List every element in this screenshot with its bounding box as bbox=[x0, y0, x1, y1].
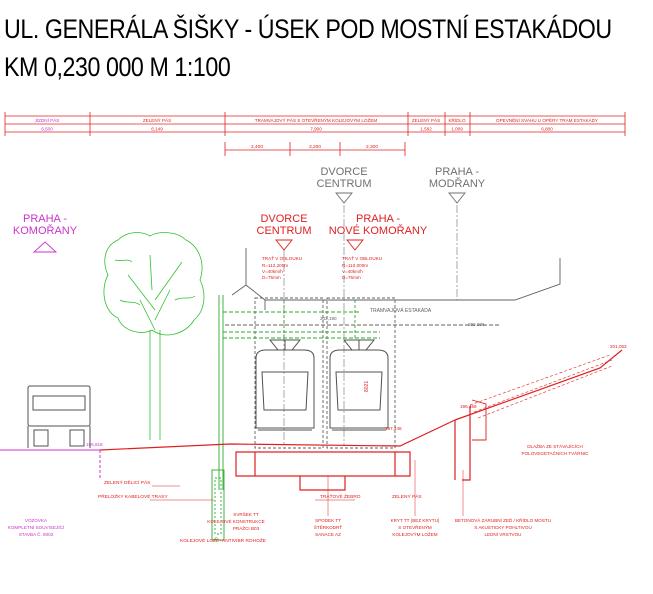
note-right-1: TRAŤ V OBLOUKU bbox=[342, 254, 382, 261]
strip-width-2: 6,149 bbox=[151, 127, 163, 132]
strip-width-5: 1,009 bbox=[451, 127, 463, 132]
svrsek-3: PRAŽCI B03 bbox=[233, 524, 260, 531]
elev-3: 201,053 bbox=[610, 344, 627, 349]
dir-dvorce-red-2: CENTRUM bbox=[257, 225, 312, 237]
strip-label-3: TRAMVAJOVÝ PÁS S OTEVŘENÝM KOLEJOVÝM LOŽ… bbox=[255, 116, 378, 123]
strip-label-1: JÍZDNÍ PÁS bbox=[35, 117, 60, 123]
strip-width-1: 6,500 bbox=[41, 127, 53, 132]
strip-width-3: 7,900 bbox=[310, 127, 322, 132]
dir-dvorce-top-1: DVORCE bbox=[320, 166, 367, 178]
dir-dvorce-triangle bbox=[335, 192, 353, 204]
sub-dim-2: 3,200 bbox=[309, 144, 321, 150]
tram-left bbox=[255, 339, 315, 431]
car-number: 8021 bbox=[364, 381, 370, 392]
sub-dimension bbox=[224, 142, 406, 156]
ground-red bbox=[99, 349, 623, 491]
spodek-3: SANACE AZ bbox=[315, 532, 341, 537]
note-left-1: TRAŤ V OBLOUKU bbox=[262, 254, 302, 261]
label-prelozky: PŘELOŽKY KABELOVÉ TRASY bbox=[98, 492, 168, 500]
dir-nove-komorany-2: NOVÉ KOMOŘANY bbox=[329, 224, 428, 237]
tram-estakada bbox=[225, 248, 561, 449]
strip-label-5: KŘÍDLO bbox=[448, 116, 466, 123]
note-left-2: R=112,200m bbox=[262, 263, 288, 268]
dir-modrany-2: MODŘANY bbox=[429, 177, 486, 190]
spodek-1: SPODEK TT bbox=[315, 518, 341, 523]
ground-line bbox=[0, 449, 101, 480]
label-zeleny-delici: ZELENÝ DĚLICÍ PÁS bbox=[104, 478, 150, 486]
note-left-4: D=75mm bbox=[262, 275, 281, 280]
note-right-2: R=110,000m bbox=[342, 263, 368, 268]
dir-komorany-triangle bbox=[32, 241, 58, 253]
elev-2: 202,036 bbox=[468, 322, 485, 327]
vozovka-3: STAVBA Č. 8002 bbox=[19, 531, 54, 537]
kryt-3: KOLEJOVÝM LOŽEM bbox=[392, 530, 437, 537]
dimension-strip bbox=[4, 112, 626, 136]
strip-label-6: OPEVNĚNÍ SVAHU U OPĚRY TRAM ESTAKÁDY bbox=[496, 116, 598, 123]
betonova-1: BETONOVÁ ZÁRUBNÍ ZEĎ / KŘÍDLO MOSTU bbox=[455, 516, 551, 523]
vozovka-1: VOZOVKA bbox=[25, 518, 48, 523]
kryt-1: KRYT TT (BEZ KRYTU) bbox=[391, 518, 440, 523]
strip-width-4: 1,582 bbox=[420, 127, 432, 132]
dir-komorany-2: KOMOŘANY bbox=[13, 224, 78, 237]
spodek-2: ŠTĚRKODRŤ bbox=[314, 523, 343, 530]
dir-nove-triangle bbox=[346, 239, 364, 251]
elev-4: 196,469 bbox=[460, 404, 477, 409]
note-right-4: D=75mm bbox=[342, 275, 361, 280]
slope-revetment bbox=[469, 354, 613, 419]
dir-nove-komorany-1: PRAHA - bbox=[356, 213, 400, 225]
elev-6: 196,818 bbox=[86, 442, 103, 447]
elev-5: 197,448 bbox=[385, 426, 402, 431]
dir-dvorce-red-1: DVORCE bbox=[260, 213, 307, 225]
dir-modrany-triangle bbox=[448, 192, 466, 204]
label-kolejove-loze: KOLEJOVÉ LOŽE+ANTIVIBR ROHOŽE bbox=[180, 536, 266, 544]
label-zeleny-pas: ZELENÝ PÁS bbox=[392, 493, 422, 500]
title-line-1: UL. GENERÁLA ŠIŠKY - ÚSEK POD MOSTNÍ EST… bbox=[4, 14, 612, 44]
dlazba-1: DLAŽBA ZE STÁVAJÍCÍCH bbox=[527, 442, 583, 449]
dir-dvorce-top-2: CENTRUM bbox=[317, 178, 372, 190]
dir-komorany-1: PRAHA - bbox=[23, 213, 67, 225]
sub-dim-3: 2,300 bbox=[366, 144, 378, 150]
betonova-3: LEDNÍ VRSTVOU bbox=[484, 531, 521, 537]
sub-dim-1: 2,400 bbox=[251, 144, 263, 150]
vozovka-2: KOMPLETNÍ SOUVISEJÍCÍ bbox=[8, 524, 65, 530]
strip-label-2: ZELENÝ PÁS bbox=[143, 117, 171, 123]
strip-width-6: 6,800 bbox=[541, 127, 553, 132]
label-trat-zebro: TRAŤOVÉ ŽEBRO bbox=[320, 492, 361, 500]
truck bbox=[27, 385, 91, 448]
strip-label-4: ZELENÝ PÁS bbox=[412, 117, 440, 123]
dlazba-2: POLOVEGETAČNÍCH TVÁRNIC bbox=[522, 450, 590, 456]
betonova-2: S AKUSTICKY POHLTIVOU bbox=[474, 525, 532, 530]
kryt-2: S OTEVŘENÝM bbox=[398, 523, 432, 530]
estakada-label: TRAMVAJOVÁ ESTAKÁDA bbox=[370, 307, 432, 314]
elev-1: 202,190 bbox=[320, 316, 337, 321]
overhead-mast bbox=[211, 295, 380, 541]
dir-modrany-1: PRAHA - bbox=[435, 166, 479, 178]
title-line-2: KM 0,230 000 M 1:100 bbox=[4, 52, 231, 82]
svg-text:0: 0 bbox=[215, 536, 218, 541]
note-left-3: V=40km/h bbox=[262, 269, 283, 274]
svrsek-2: KOLEJOVÉ KONSTRUKCE bbox=[207, 518, 264, 524]
svrsek-1: SVRŠEK TT bbox=[233, 511, 259, 517]
dir-dvorce-red-triangle bbox=[275, 239, 293, 251]
tree bbox=[103, 232, 205, 440]
tram-right bbox=[329, 339, 389, 431]
note-right-3: V=40km/h bbox=[342, 269, 363, 274]
